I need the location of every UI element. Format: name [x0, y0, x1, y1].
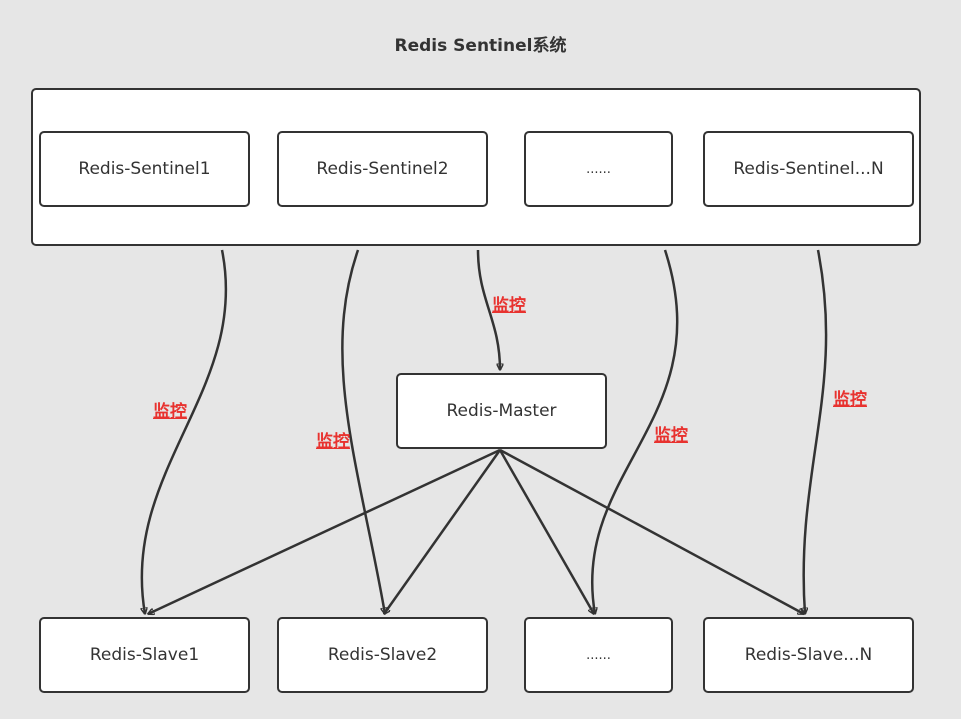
master-node: Redis-Master	[396, 373, 607, 449]
edge-master-to-slave2	[384, 449, 502, 614]
sentinel-node-1: Redis-Sentinel1	[39, 131, 250, 207]
sentinel-node-n: Redis-Sentinel...N	[703, 131, 914, 207]
edge-master-to-slave3	[498, 449, 594, 614]
edge-label-monitor-slave3: 监控	[654, 426, 688, 446]
diagram-title: Redis Sentinel系统	[394, 36, 567, 56]
sentinel-node-2: Redis-Sentinel2	[277, 131, 488, 207]
edge-sentinel-to-slave2	[341, 249, 385, 614]
slave-node-n: Redis-Slave...N	[703, 617, 914, 693]
slave-node-ellipsis: ......	[524, 617, 673, 693]
edge-label-monitor-slave1: 监控	[153, 402, 187, 422]
edge-sentinel-to-master	[476, 249, 500, 370]
sentinel-node-ellipsis: ......	[524, 131, 673, 207]
edge-label-monitor-slave4: 监控	[833, 390, 867, 410]
slave-node-1: Redis-Slave1	[39, 617, 250, 693]
edge-sentinel-to-slave4	[804, 249, 828, 614]
slave-node-2: Redis-Slave2	[277, 617, 488, 693]
edge-label-monitor-slave2: 监控	[316, 432, 350, 452]
edge-sentinel-to-slave1	[142, 249, 228, 614]
edge-label-monitor-master: 监控	[492, 296, 526, 316]
edge-master-to-slave1	[148, 448, 501, 614]
edge-sentinel-to-slave3	[592, 249, 679, 614]
edge-master-to-slave4	[499, 448, 804, 616]
